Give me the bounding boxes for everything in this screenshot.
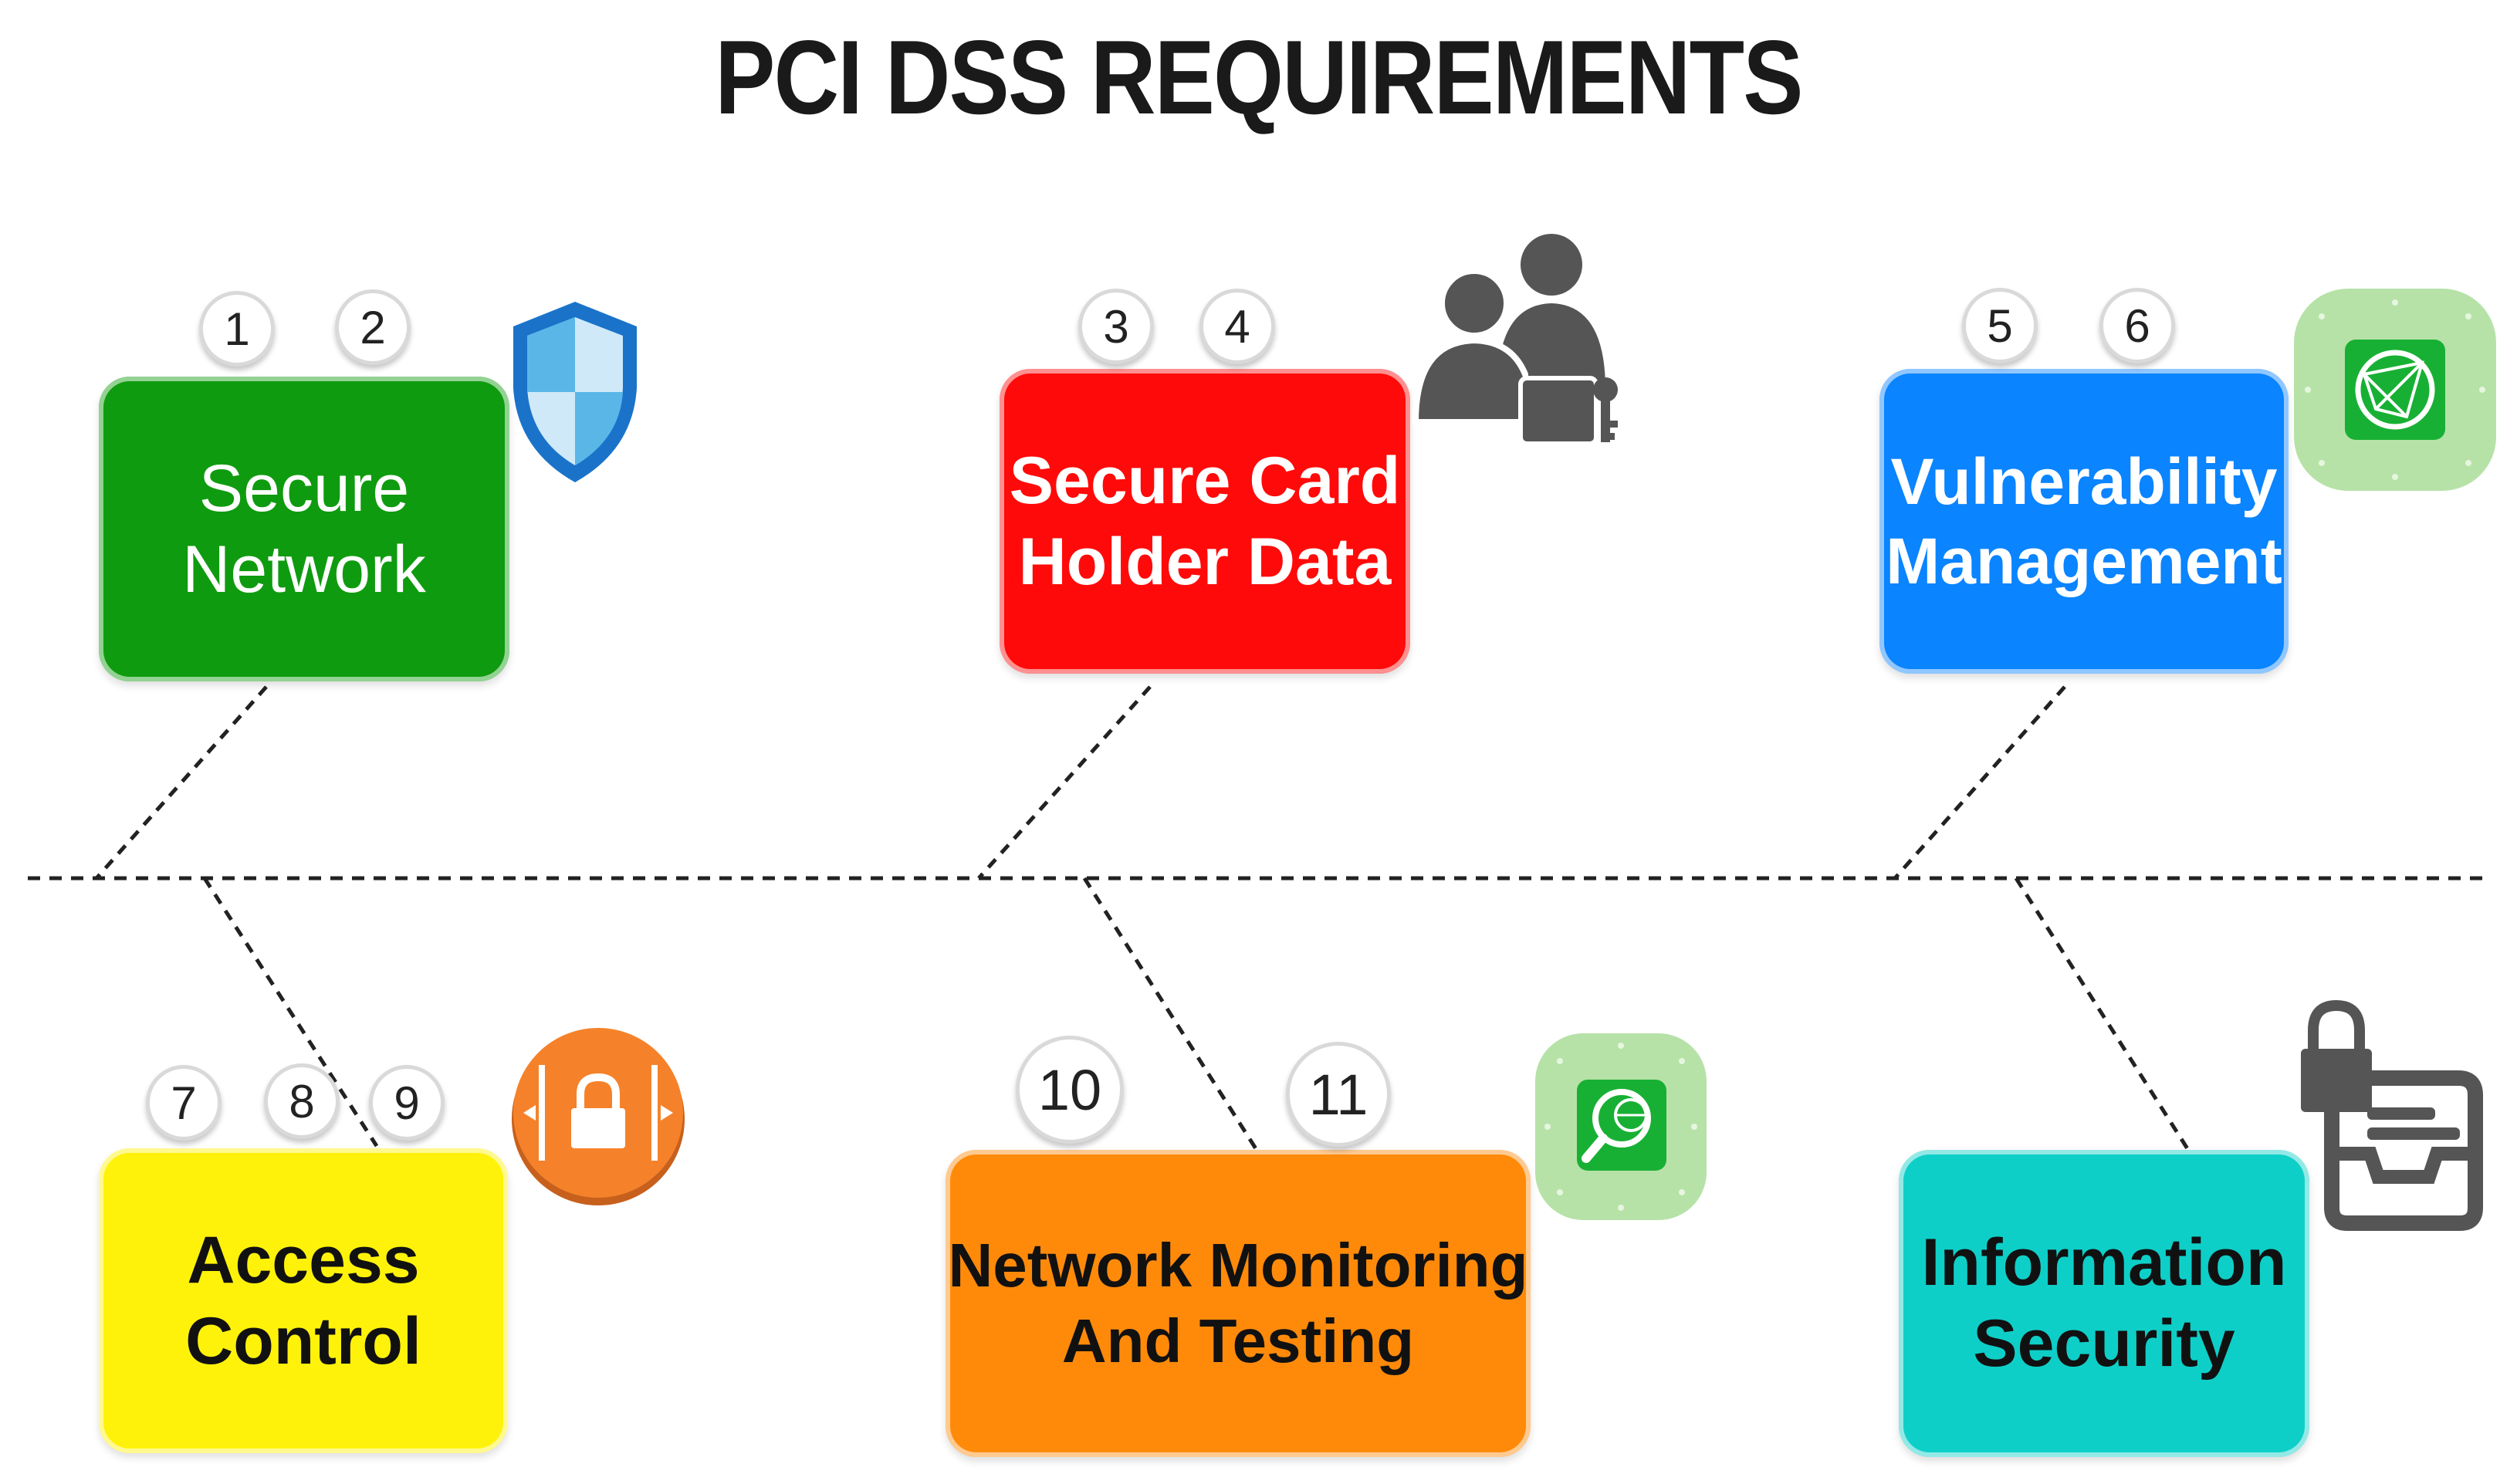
category-label-line2: Management	[1886, 524, 2282, 597]
category-box-information-security: Information Security	[1899, 1150, 2309, 1457]
rib-card-holder	[977, 685, 1152, 880]
locked-inbox-icon	[2301, 999, 2483, 1231]
category-label-line2: Network	[182, 532, 426, 607]
requirement-badge-9: 9	[369, 1065, 445, 1141]
category-label-line2: Holder Data	[1018, 524, 1392, 599]
category-label-line1: Information	[1921, 1225, 2287, 1300]
category-label-line2: And Testing	[1061, 1307, 1415, 1375]
requirement-badge-2: 2	[335, 289, 411, 365]
category-box-secure-network: Secure Network	[99, 377, 509, 681]
category-box-network-monitoring-and-testing: Network Monitoring And Testing	[946, 1150, 1531, 1457]
category-label-line1: Network Monitoring	[948, 1231, 1528, 1300]
magnifier-globe-icon	[1535, 1033, 1707, 1220]
category-box-vulnerability-management: Vulnerability Management	[1879, 369, 2289, 674]
requirement-badge-7: 7	[146, 1065, 222, 1141]
requirement-badge-5: 5	[1962, 288, 2038, 363]
category-label-line1: Secure Card	[1009, 443, 1401, 518]
users-lock-key-icon	[1412, 234, 1618, 446]
category-label-line1: Access	[187, 1222, 420, 1297]
shield-icon	[513, 302, 637, 482]
rib-monitoring	[1082, 877, 1259, 1151]
diagram-title: PCI DSS REQUIREMENTS	[715, 19, 1803, 136]
padlock-icon	[512, 1028, 685, 1205]
category-label-line2: Control	[185, 1303, 421, 1378]
rib-secure-network	[95, 685, 268, 880]
category-box-secure-card-holder-data: Secure Card Holder Data	[1000, 369, 1410, 674]
category-label-line2: Security	[1973, 1307, 2235, 1381]
requirement-badge-10: 10	[1016, 1036, 1124, 1144]
category-label-line1: Vulnerability	[1890, 445, 2278, 519]
requirement-badge-6: 6	[2099, 288, 2175, 363]
category-label-line1: Secure	[198, 451, 410, 526]
requirement-badge-3: 3	[1078, 289, 1154, 364]
category-box-access-control: Access Control	[99, 1148, 508, 1453]
rib-information-security	[2014, 877, 2191, 1151]
rib-vulnerability	[1893, 685, 2066, 880]
globe-scan-icon	[2294, 289, 2496, 491]
requirement-badge-11: 11	[1286, 1042, 1391, 1147]
rib-access-control	[202, 877, 379, 1148]
requirement-badge-1: 1	[199, 291, 275, 367]
requirement-badge-4: 4	[1199, 289, 1275, 364]
requirement-badge-8: 8	[264, 1063, 340, 1139]
